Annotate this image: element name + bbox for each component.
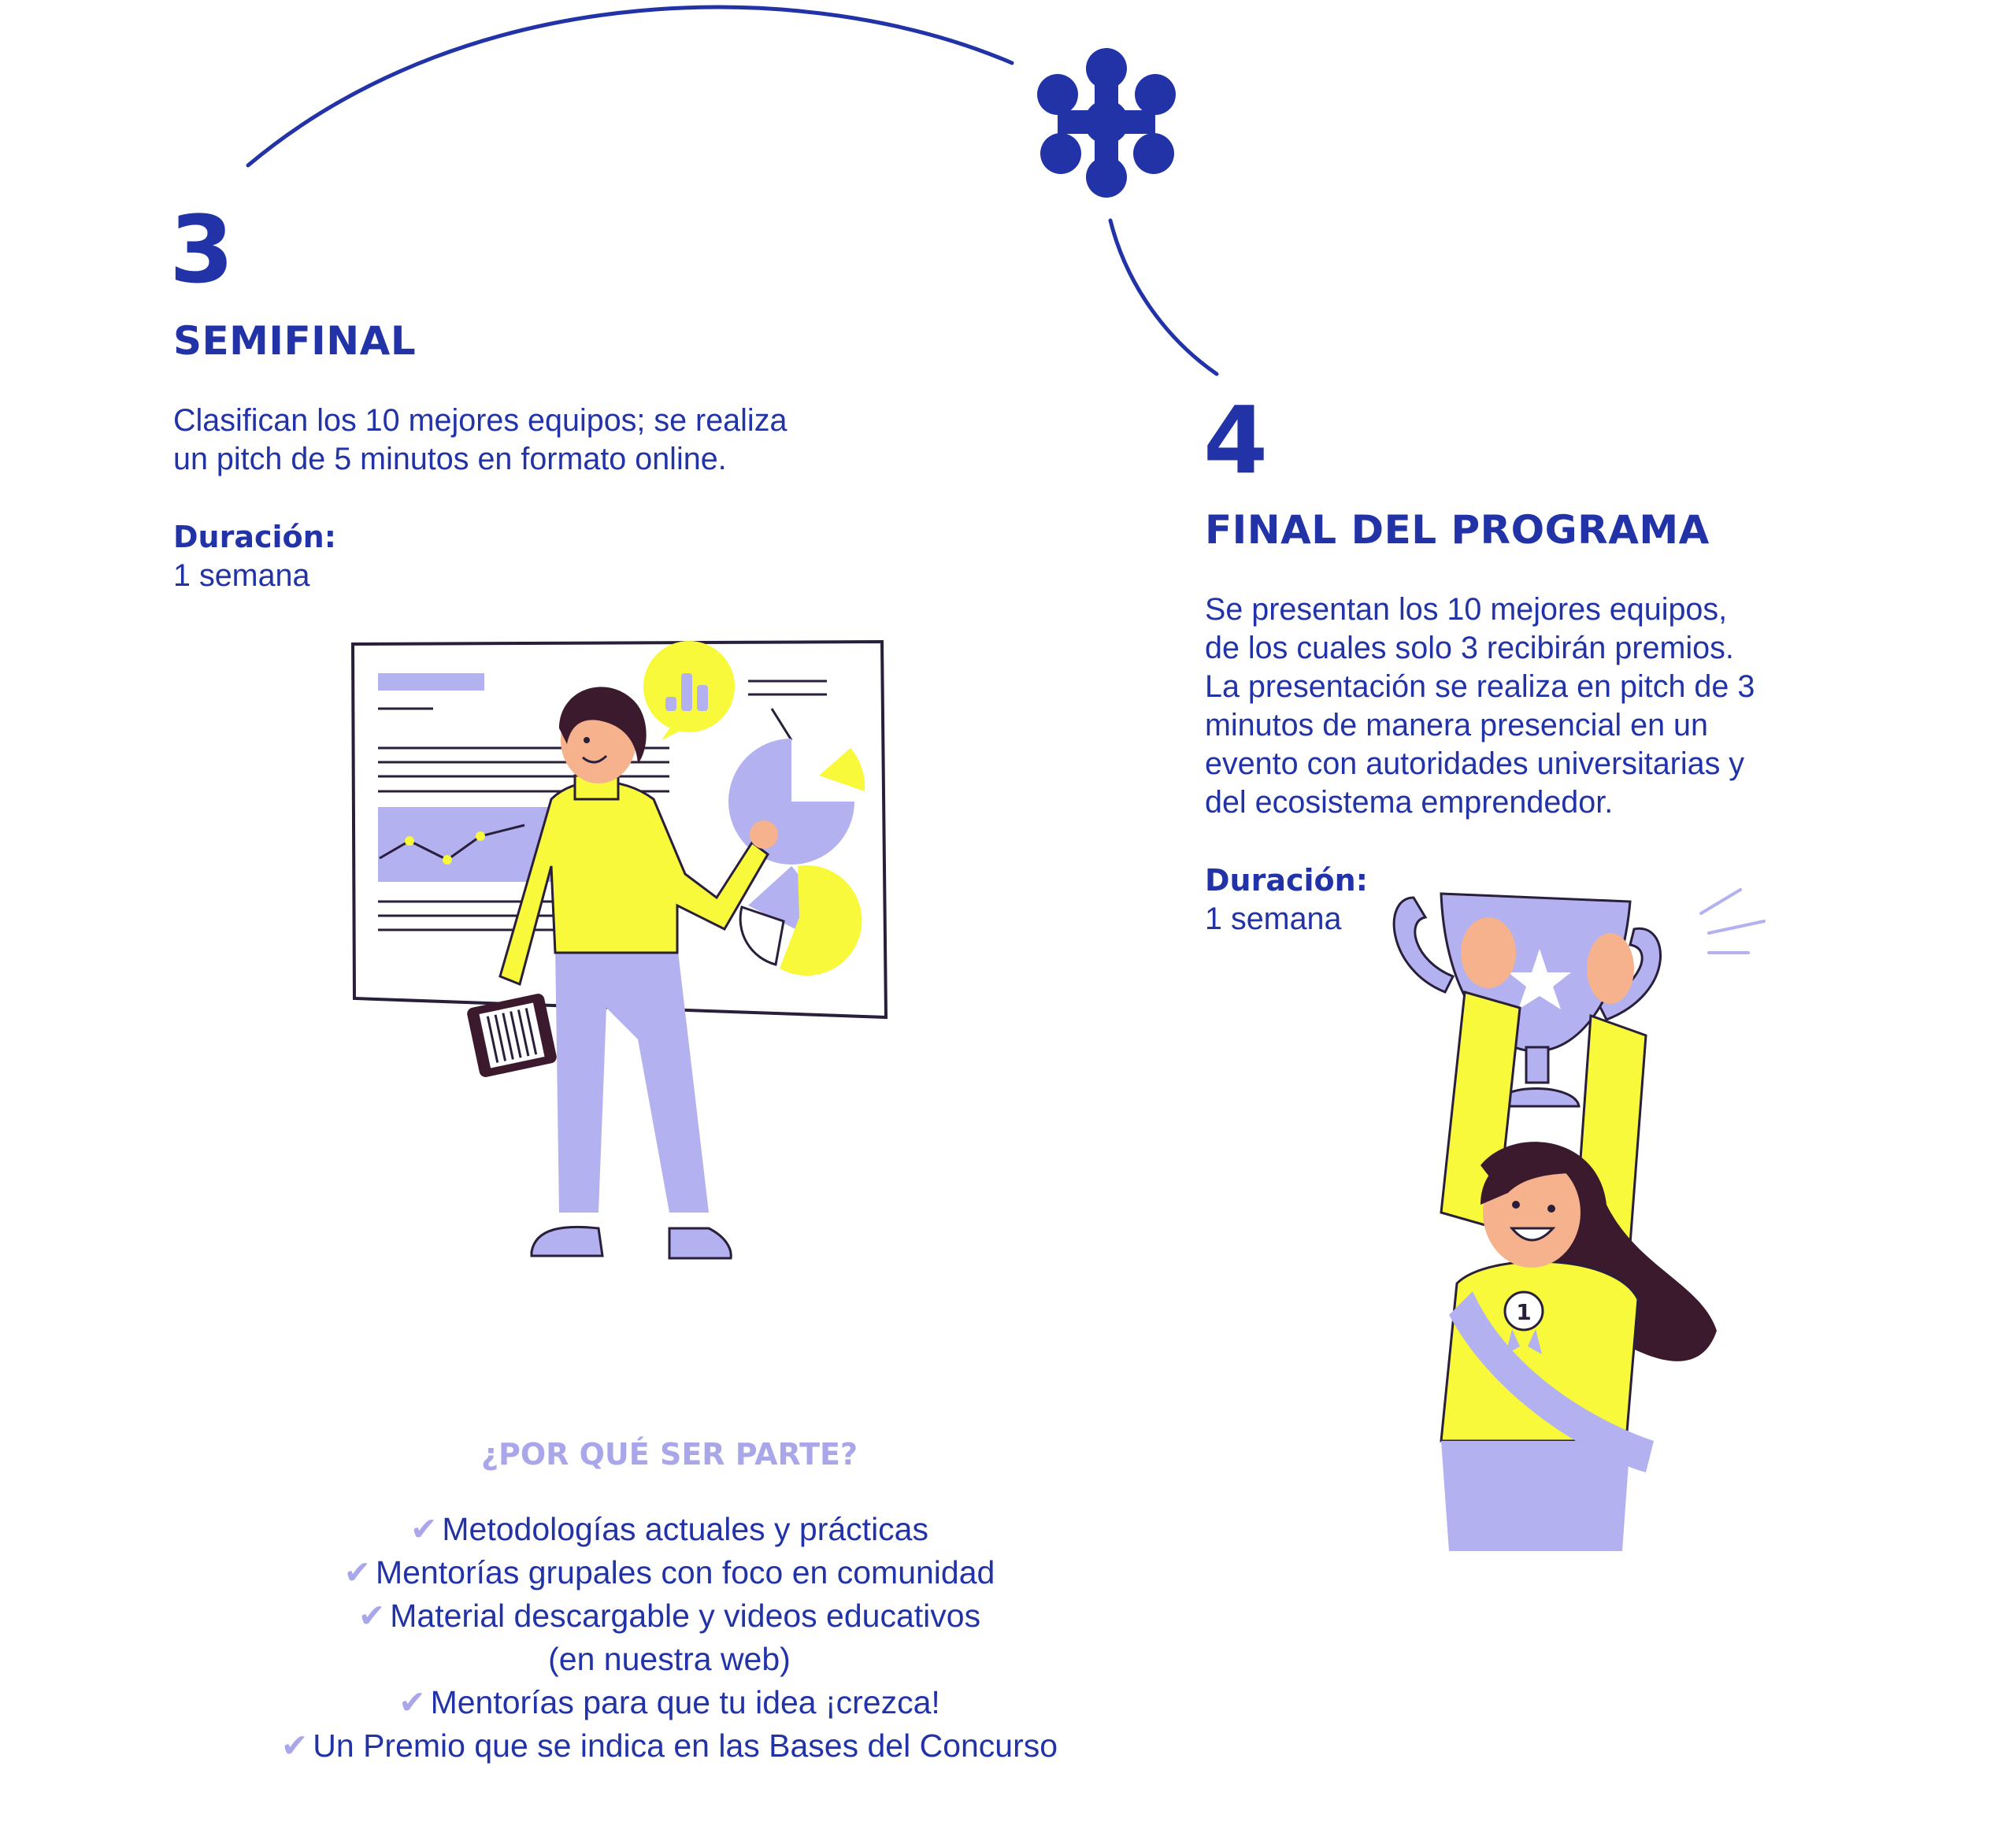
flower-icon: [1037, 48, 1176, 198]
duration-label: Duración:: [1205, 863, 1368, 898]
description-line: Clasifican los 10 mejores equipos; se re…: [173, 403, 788, 438]
check-icon: ✔: [398, 1683, 426, 1721]
duration-value: 1 semana: [173, 558, 310, 593]
duration-value: 1 semana: [1205, 902, 1342, 936]
benefits-list: ✔Metodologías actuales y prácticas ✔Ment…: [236, 1508, 1102, 1768]
check-icon: ✔: [410, 1510, 438, 1548]
connector-arc-right: [1108, 218, 1219, 376]
list-item: ✔Un Premio que se indica en las Bases de…: [280, 1727, 1058, 1764]
step-number: 4: [1203, 386, 1269, 494]
connector-arc-top: [246, 5, 1014, 168]
description-line: del ecosistema emprendedor.: [1205, 785, 1614, 820]
step-description: Se presentan los 10 mejores equipos, de …: [1205, 591, 1755, 822]
description-line: de los cuales solo 3 recibirán premios.: [1205, 631, 1734, 665]
presenter-illustration: [350, 639, 888, 1260]
duration-block: Duración: 1 semana: [1205, 861, 1368, 939]
clipboard-icon: [467, 994, 557, 1077]
description-line: La presentación se realiza en pitch de 3: [1205, 669, 1755, 704]
list-item: ✔Metodologías actuales y prácticas: [410, 1510, 928, 1548]
presenter-person: [467, 687, 778, 1260]
medal-icon: 1: [1503, 1291, 1544, 1354]
step-title: FINAL DEL PROGRAMA: [1205, 507, 1710, 553]
why-title: ¿POR QUÉ SER PARTE?: [480, 1437, 858, 1472]
medal-number: 1: [1516, 1299, 1531, 1325]
duration-label: Duración:: [173, 520, 336, 554]
bar-chart-icon: [643, 641, 735, 740]
duration-block: Duración: 1 semana: [173, 518, 336, 595]
donut-chart-mark: [739, 865, 862, 976]
check-icon: ✔: [343, 1553, 372, 1591]
list-item: ✔Mentorías grupales con foco en comunida…: [343, 1553, 995, 1591]
description-line: Se presentan los 10 mejores equipos,: [1205, 592, 1728, 627]
description-line: minutos de manera presencial en un: [1205, 708, 1708, 742]
item-continuation: (en nuestra web): [548, 1641, 791, 1677]
step-number: 3: [169, 195, 235, 304]
description-line: un pitch de 5 minutos en formato online.: [173, 442, 727, 476]
check-icon: ✔: [280, 1727, 309, 1764]
step-title: SEMIFINAL: [173, 318, 417, 364]
list-item: ✔Material descargable y videos educativo…: [236, 1594, 1102, 1681]
shine-icon: [1699, 888, 1766, 954]
step-description: Clasifican los 10 mejores equipos; se re…: [173, 402, 787, 479]
check-icon: ✔: [358, 1597, 386, 1635]
list-item: ✔Mentorías para que tu idea ¡crezca!: [398, 1683, 940, 1721]
description-line: evento con autoridades universitarias y: [1205, 746, 1745, 781]
winner-illustration: 1: [1392, 888, 1766, 1551]
